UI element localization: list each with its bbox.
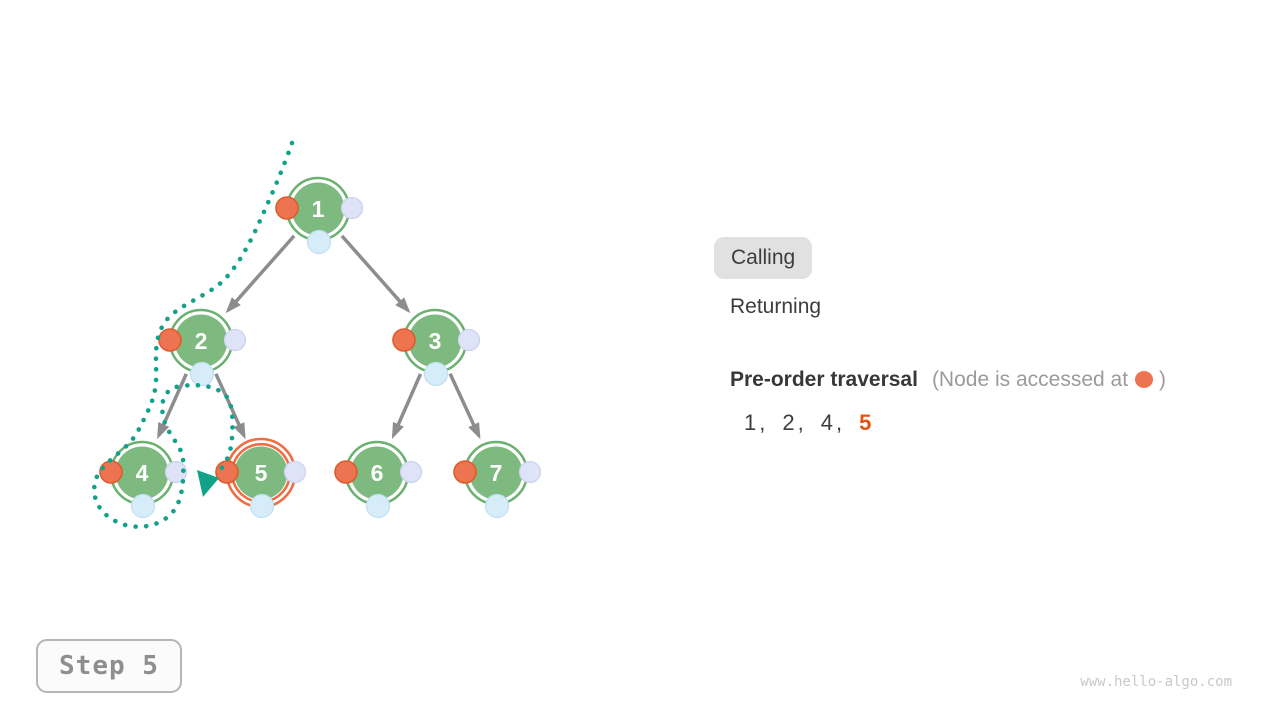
bottom-slot-dot-icon	[423, 361, 449, 387]
legend-calling: Calling	[714, 237, 813, 279]
traversal-sequence: 1,2,4,5	[744, 410, 871, 436]
right-slot-dot-icon	[518, 460, 542, 484]
bottom-slot-dot-icon	[484, 493, 510, 519]
node-label: 2	[195, 328, 208, 354]
tree-node-1: 1	[275, 176, 364, 255]
node-label: 3	[429, 328, 442, 354]
bottom-slot-dot-icon	[249, 493, 275, 519]
right-slot-dot-icon	[283, 460, 307, 484]
tree-edge	[391, 373, 423, 440]
right-slot-dot-icon	[223, 328, 247, 352]
access-dot-icon	[453, 460, 477, 484]
right-slot-dot-icon	[399, 460, 423, 484]
sequence-number: 4	[820, 410, 833, 435]
node-circle	[174, 314, 228, 368]
bottom-slot-dot-icon	[189, 361, 215, 387]
bottom-slot-dot-icon	[365, 493, 391, 519]
tree-node-5: 5	[215, 437, 307, 519]
tree-node-4: 4	[99, 440, 188, 519]
node-label: 1	[312, 196, 325, 222]
right-slot-dot-icon	[457, 328, 481, 352]
tree-node-7: 7	[453, 440, 542, 519]
access-dot-icon	[1135, 371, 1154, 388]
bottom-slot-dot-icon	[306, 229, 332, 255]
access-dot-icon	[215, 460, 239, 484]
access-dot-icon	[158, 328, 182, 352]
sequence-comma: ,	[797, 410, 804, 435]
sequence-comma: ,	[759, 410, 766, 435]
tree-node-3: 3	[392, 308, 481, 387]
node-label: 5	[255, 460, 268, 486]
node-label: 4	[136, 460, 149, 486]
tree-node-2: 2	[158, 308, 247, 387]
note-prefix: (Node is accessed at	[931, 368, 1129, 391]
note-suffix: )	[1159, 368, 1167, 391]
right-slot-dot-icon	[340, 196, 364, 220]
position-pointer-icon	[197, 470, 219, 497]
tree-svg: 1 2 3 4 5 6 7	[91, 140, 542, 530]
legend-returning: Returning	[730, 295, 822, 318]
tree-edge	[340, 234, 411, 314]
node-label: 7	[490, 460, 503, 486]
right-slot-dot-icon	[164, 460, 188, 484]
sequence-comma: ,	[836, 410, 843, 435]
sequence-number: 2	[782, 410, 795, 435]
access-dot-icon	[334, 460, 358, 484]
traversal-caption: Pre-order traversal (Node is accessed at)	[730, 367, 1166, 393]
tree-edge	[448, 372, 481, 440]
tree-edge	[157, 373, 188, 440]
sequence-number: 1	[744, 410, 757, 435]
traversal-title: Pre-order traversal	[730, 368, 918, 391]
watermark: www.hello-algo.com	[1080, 674, 1232, 690]
access-dot-icon	[99, 460, 123, 484]
sequence-number: 5	[859, 410, 872, 435]
access-dot-icon	[275, 196, 299, 220]
recursion-trail	[91, 140, 295, 530]
node-circle	[350, 446, 404, 500]
node-circle	[291, 182, 345, 236]
tree-edge	[225, 234, 296, 314]
node-circle	[115, 446, 169, 500]
bottom-slot-dot-icon	[130, 493, 156, 519]
node-circle	[469, 446, 523, 500]
node-label: 6	[371, 460, 384, 486]
step-badge: Step 5	[36, 639, 182, 693]
node-circle	[408, 314, 462, 368]
access-dot-icon	[392, 328, 416, 352]
traversal-note: (Node is accessed at)	[932, 368, 1166, 391]
tree-node-6: 6	[334, 440, 423, 519]
node-circle	[234, 446, 288, 500]
